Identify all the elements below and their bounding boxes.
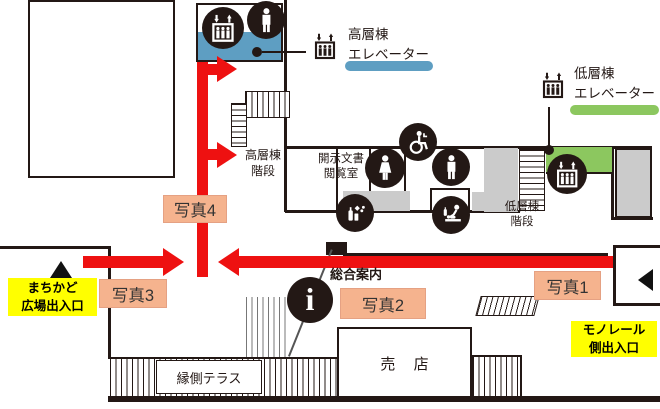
shop-label: 売 店 <box>380 355 436 373</box>
entrance-triangle-icon <box>638 269 653 291</box>
highrise-stairs <box>245 91 290 118</box>
photo3-chip[interactable]: 写真3 <box>99 279 167 308</box>
entrance-triangle-icon <box>50 261 72 278</box>
wall <box>284 0 287 147</box>
terrace-strip <box>471 355 522 399</box>
info-desk-label: 総合案内 <box>330 267 383 282</box>
terrace-label: 縁側テラス <box>176 370 242 386</box>
wall <box>284 146 287 212</box>
shop-box: 売 店 <box>337 327 472 399</box>
elevator-icon <box>202 7 244 49</box>
photo1-chip[interactable]: 写真1 <box>534 271 601 300</box>
callout-dot <box>544 145 554 155</box>
wall <box>343 253 608 256</box>
building-south-wall <box>108 396 660 402</box>
route-arrowhead-right <box>217 142 237 168</box>
lowrise-elevator-label: 低層棟 エレベーター <box>574 66 655 101</box>
route-arrowhead-right <box>163 248 184 276</box>
wall <box>285 146 652 149</box>
route-arrowhead-left <box>218 248 239 276</box>
info-ramp <box>246 297 290 357</box>
wall <box>0 246 110 249</box>
route-line-from-monorail <box>239 256 633 268</box>
photo2-chip[interactable]: 写真2 <box>340 288 426 319</box>
info-glyph: i <box>305 281 315 317</box>
machikado-entrance-label: まちかど 広場出入口 <box>8 278 97 316</box>
route-line-vertical <box>197 62 208 277</box>
highrise-stairs <box>231 103 247 147</box>
wall <box>285 210 520 213</box>
wall <box>336 146 338 210</box>
terrace-label-box: 縁側テラス <box>156 360 262 394</box>
service-area <box>472 192 484 211</box>
lowrise-elevator-underline <box>570 105 659 115</box>
monorail-entrance-box <box>613 245 660 306</box>
man-icon <box>432 148 470 186</box>
room-topleft <box>28 0 175 178</box>
elevator-icon <box>547 154 587 194</box>
wheelchair-icon <box>399 123 437 161</box>
info-icon: i <box>287 277 333 323</box>
route-line <box>205 64 219 75</box>
woman-icon <box>365 148 405 188</box>
baby-changing-icon <box>432 196 470 234</box>
lowrise-stairs <box>519 149 545 211</box>
man-icon <box>247 1 285 39</box>
vending-icon <box>336 194 374 232</box>
wall <box>430 188 470 190</box>
lowrise-stairs-label: 低層棟 階段 <box>504 201 540 228</box>
elevator-icon <box>310 24 340 68</box>
route-arrowhead-right <box>217 56 237 82</box>
wall <box>430 188 432 212</box>
service-area <box>484 148 518 212</box>
monorail-entrance-label: モノレール 側出入口 <box>571 321 657 357</box>
wall <box>611 146 614 219</box>
callout-line <box>548 107 550 148</box>
wall <box>468 188 470 212</box>
entrance-stairs <box>475 296 540 316</box>
route-line <box>205 149 219 160</box>
highrise-elevator-underline <box>345 61 433 71</box>
wall <box>611 217 653 220</box>
elevator-icon <box>538 63 568 107</box>
route-line-from-machikado <box>83 256 163 268</box>
highrise-elevator-label: 高層棟 エレベーター <box>348 27 429 62</box>
callout-line <box>262 51 306 53</box>
document-room-label: 開示文書 閲覧室 <box>318 153 364 180</box>
highrise-stairs-label: 高層棟 階段 <box>244 148 281 178</box>
callout-dot <box>252 47 262 57</box>
photo4-chip[interactable]: 写真4 <box>163 195 227 223</box>
service-area <box>615 148 652 218</box>
wall <box>404 146 406 210</box>
